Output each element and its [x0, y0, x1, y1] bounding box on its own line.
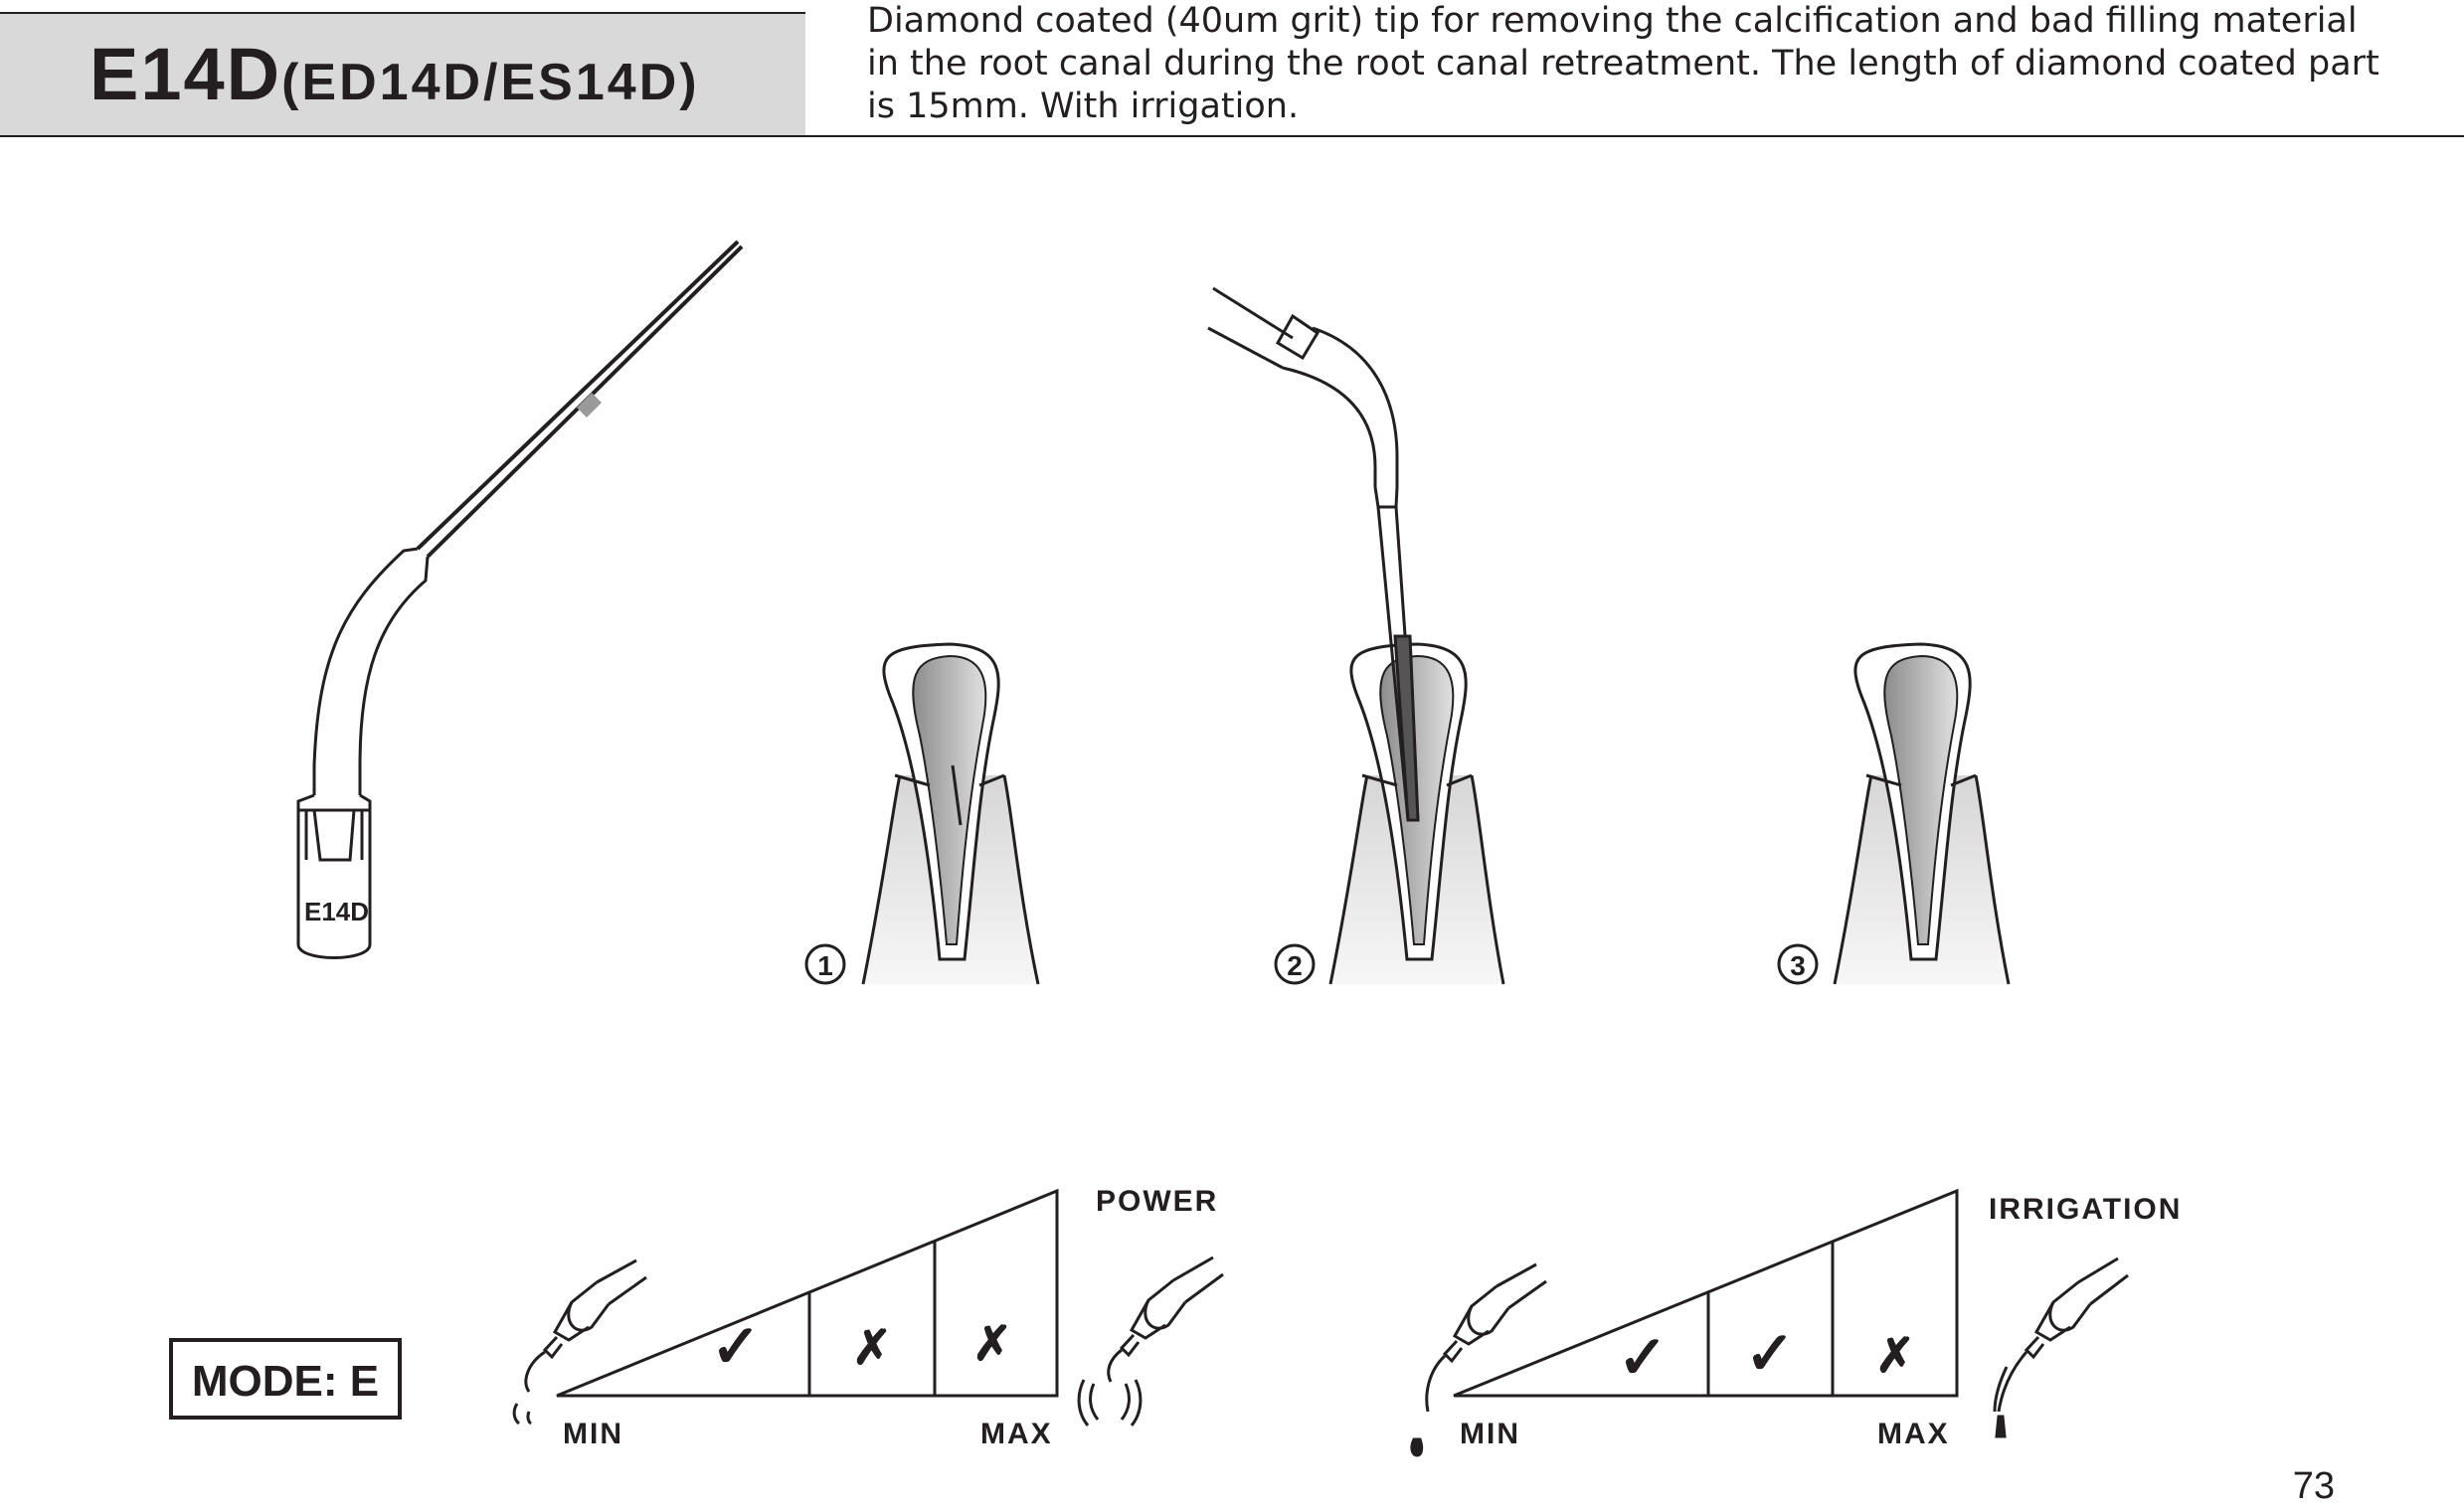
power-title: POWER [1096, 1185, 1218, 1218]
step-1-number: 1 [817, 950, 833, 981]
power-max-label: MAX [980, 1418, 1053, 1450]
power-level-2-mark: ✗ [852, 1322, 892, 1375]
step-3-number: 3 [1790, 950, 1806, 981]
product-code-main: E14D [89, 33, 282, 115]
irrigation-level-1-mark: ✓ [1618, 1324, 1668, 1391]
irrigation-scale [1453, 1188, 1959, 1398]
irrigation-min-label: MIN [1460, 1418, 1520, 1450]
description-line-1: Diamond coated (40um grit) tip for remov… [867, 1, 2358, 41]
irrigation-level-3-mark: ✗ [1875, 1330, 1915, 1383]
product-code-variants: (ED14D/ES14D) [281, 54, 700, 111]
handpiece-irrigation-min-icon [1410, 1262, 1547, 1457]
product-description: Diamond coated (40um grit) tip for remov… [867, 0, 2379, 128]
mode-label: MODE: E [192, 1357, 379, 1406]
step-2-badge [1274, 943, 1316, 985]
irrigation-level-2-mark: ✓ [1745, 1320, 1795, 1387]
product-code: E14D(ED14D/ES14D) [89, 38, 700, 111]
tip-engraving: E14D [304, 897, 369, 926]
header-divider [0, 135, 2464, 137]
tooth-step-1 [861, 642, 1040, 985]
ultrasonic-tip-drawing [296, 240, 744, 959]
tooth-step-3 [1833, 642, 2011, 985]
power-level-3-mark: ✗ [972, 1318, 1012, 1371]
step-2-number: 2 [1287, 950, 1303, 981]
power-min-label: MIN [563, 1418, 623, 1450]
handpiece-power-min-icon [512, 1258, 647, 1425]
tip-in-canal-drawing [1207, 286, 1420, 822]
power-scale [556, 1188, 1059, 1398]
mode-box [169, 1338, 402, 1420]
step-1-badge [804, 943, 846, 985]
irrigation-max-label: MAX [1877, 1418, 1950, 1450]
description-line-3: is 15mm. With irrigation. [867, 86, 1300, 126]
page-number: 73 [2292, 1465, 2335, 1507]
handpiece-irrigation-max-icon [1993, 1257, 2129, 1438]
step-3-badge [1777, 943, 1819, 985]
irrigation-title: IRRIGATION [1989, 1193, 2182, 1226]
description-line-2: in the root canal during the root canal … [867, 44, 2379, 84]
header-title-box [0, 12, 805, 135]
power-level-1-mark: ✓ [711, 1313, 761, 1380]
handpiece-power-max-icon [1077, 1256, 1224, 1426]
